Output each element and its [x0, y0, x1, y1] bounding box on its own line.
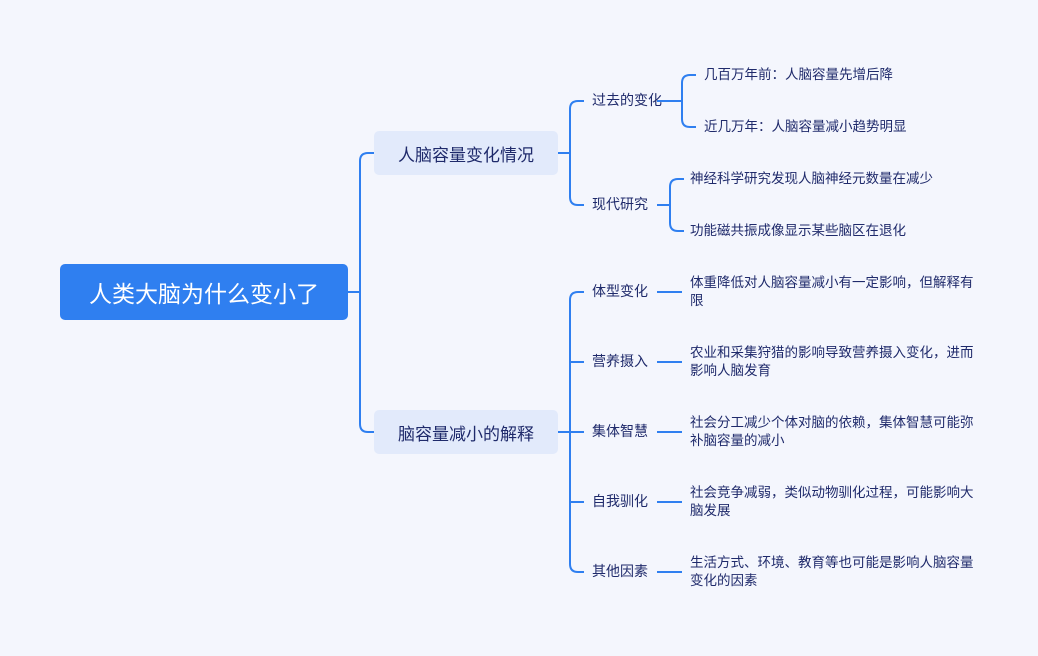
leaf-node[interactable]: 生活方式、环境、教育等也可能是影响人脑容量变化的因素 [690, 555, 974, 589]
branch-node-brain-volume-change[interactable]: 人脑容量变化情况 [374, 131, 558, 175]
leaf-node[interactable]: 功能磁共振成像显示某些脑区在退化 [690, 223, 906, 239]
topic-nutrition[interactable]: 营养摄入 [592, 354, 648, 370]
root-label: 人类大脑为什么变小了 [89, 282, 319, 308]
topic-other-factors[interactable]: 其他因素 [592, 564, 648, 580]
branch-label: 人脑容量变化情况 [398, 145, 534, 166]
leaf-node[interactable]: 神经科学研究发现人脑神经元数量在减少 [690, 171, 933, 187]
leaf-node[interactable]: 体重降低对人脑容量减小有一定影响，但解释有限 [690, 275, 974, 309]
topic-collective-intelligence[interactable]: 集体智慧 [592, 424, 648, 440]
root-node[interactable]: 人类大脑为什么变小了 [60, 264, 348, 320]
leaf-node[interactable]: 社会分工减少个体对脑的依赖，集体智慧可能弥补脑容量的减小 [690, 415, 974, 449]
leaf-node[interactable]: 社会竞争减弱，类似动物驯化过程，可能影响大脑发展 [690, 485, 974, 519]
topic-self-domestication[interactable]: 自我驯化 [592, 494, 648, 510]
leaf-node[interactable]: 几百万年前：人脑容量先增后降 [704, 67, 893, 83]
topic-body-size[interactable]: 体型变化 [592, 284, 648, 300]
branch-node-explanations[interactable]: 脑容量减小的解释 [374, 410, 558, 454]
topic-modern-research[interactable]: 现代研究 [592, 197, 648, 213]
topic-past-change[interactable]: 过去的变化 [592, 93, 662, 109]
leaf-node[interactable]: 农业和采集狩猎的影响导致营养摄入变化，进而影响人脑发育 [690, 345, 974, 379]
branch-label: 脑容量减小的解释 [398, 424, 534, 445]
leaf-node[interactable]: 近几万年：人脑容量减小趋势明显 [704, 119, 907, 135]
